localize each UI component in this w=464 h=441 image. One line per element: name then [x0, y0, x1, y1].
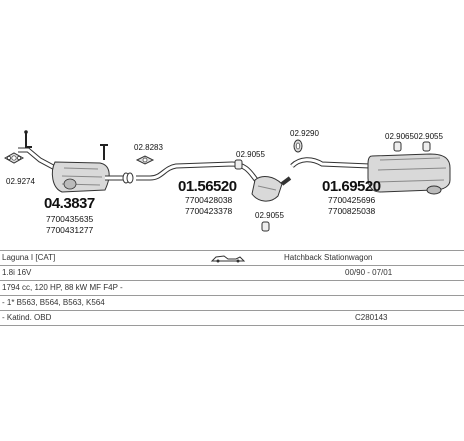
info-row-model: Laguna I [CAT] Hatchback Stationwagon	[0, 252, 464, 264]
rubber-mount-icon	[393, 141, 402, 152]
body-type: Hatchback Stationwagon	[284, 253, 373, 262]
oem-number: 7700425696	[328, 195, 376, 205]
fitting-number: 02.9290	[290, 129, 319, 138]
part-number: 01.69520	[322, 178, 381, 195]
fitting-number: 02.9055	[255, 211, 284, 220]
rear-pipe	[290, 157, 371, 169]
table-divider	[0, 265, 464, 266]
fitting-number: 02.9055	[414, 132, 443, 141]
clamp-icon	[122, 172, 134, 184]
oem-number: 7700428038	[185, 195, 233, 205]
middle-silencer	[251, 176, 292, 202]
production-period: 00/90 - 07/01	[345, 268, 393, 277]
fitting-number: 02.8283	[134, 143, 163, 152]
gasket-icon	[293, 139, 303, 153]
oem-number: 7700423378	[185, 206, 233, 216]
gasket-icon	[135, 155, 155, 165]
engine-codes: - 1* B563, B564, B563, K564	[2, 298, 105, 307]
engine-type: 1.8i 16V	[2, 268, 32, 277]
engine-specs: 1794 cc, 120 HP, 88 kW MF F4P -	[2, 283, 123, 292]
catalyst-note: - Katind. OBD	[2, 313, 52, 322]
car-body-icon	[210, 255, 246, 263]
middle-pipe	[136, 161, 260, 184]
oem-number: 7700431277	[46, 225, 94, 235]
fitting-number: 02.9065	[385, 132, 414, 141]
gasket-icon	[3, 152, 25, 164]
info-row-codes: - 1* B563, B564, B563, K564	[0, 297, 464, 309]
rubber-mount-icon	[261, 221, 270, 232]
oem-number: 7700825038	[328, 206, 376, 216]
table-divider	[0, 250, 464, 251]
rear-silencer	[367, 153, 451, 195]
table-divider	[0, 295, 464, 296]
rubber-mount-icon	[422, 141, 431, 152]
info-row-note: - Katind. OBD C280143	[0, 312, 464, 324]
rubber-mount-icon	[234, 159, 243, 170]
oem-number: 7700435635	[46, 214, 94, 224]
part-number: 01.56520	[178, 178, 237, 195]
mounting-bracket-icon	[24, 130, 32, 148]
part-number: 04.3837	[44, 195, 95, 212]
mounting-bracket-icon	[100, 144, 108, 160]
fitting-number: 02.9055	[236, 150, 265, 159]
table-divider	[0, 310, 464, 311]
vehicle-model: Laguna I [CAT]	[2, 253, 56, 262]
info-row-specs: 1794 cc, 120 HP, 88 kW MF F4P -	[0, 282, 464, 294]
fitting-number: 02.9274	[6, 177, 35, 186]
table-divider	[0, 280, 464, 281]
reference-code: C280143	[355, 313, 388, 322]
table-divider	[0, 325, 464, 326]
info-row-engine: 1.8i 16V 00/90 - 07/01	[0, 267, 464, 279]
